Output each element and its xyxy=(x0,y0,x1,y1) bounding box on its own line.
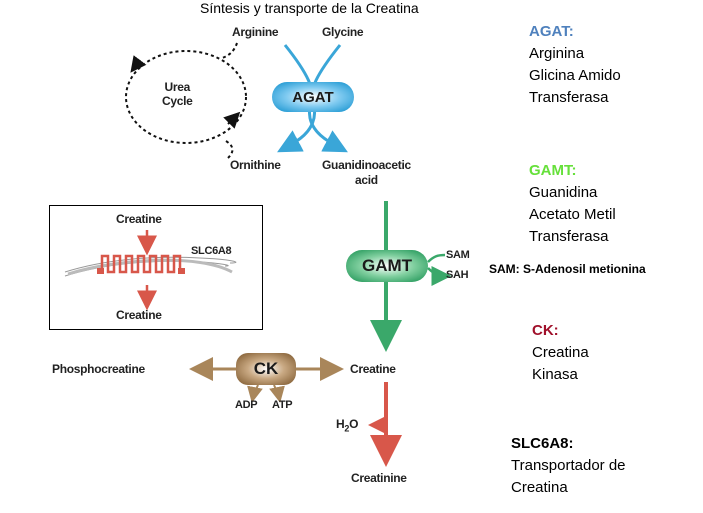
legend-ck-line: Kinasa xyxy=(532,366,578,383)
legend-agat-heading: AGAT: xyxy=(529,23,574,40)
inset-creatine-bottom-label: Creatine xyxy=(116,308,162,322)
h2o-o: O xyxy=(349,417,359,431)
creatinine-arrow xyxy=(368,382,402,467)
arginine-label: Arginine xyxy=(232,25,279,39)
phosphocreatine-label: Phosphocreatine xyxy=(52,362,145,376)
agat-enzyme-node: AGAT xyxy=(292,88,334,106)
creatine-label: Creatine xyxy=(350,362,396,376)
legend-gamt: GAMT: Guanidina Acetato Metil Transferas… xyxy=(529,160,616,248)
creatinine-label: Creatinine xyxy=(351,471,407,485)
ck-enzyme-node: CK xyxy=(253,359,279,378)
legend-agat-line: Transferasa xyxy=(529,89,609,106)
legend-gamt-heading: GAMT: xyxy=(529,162,577,179)
legend-ck-line: Creatina xyxy=(532,344,589,361)
legend-slc6a8-heading: SLC6A8: xyxy=(511,435,574,452)
legend-agat-line: Arginina xyxy=(529,45,585,62)
sam-label: SAM xyxy=(446,249,470,261)
legend-slc6a8-line: Creatina xyxy=(511,479,568,496)
glycine-label: Glycine xyxy=(322,25,364,39)
sah-label: SAH xyxy=(446,269,469,281)
inset-slc6a8-label: SLC6A8 xyxy=(191,245,232,257)
ck-arrows xyxy=(189,353,344,403)
legend-slc6a8: SLC6A8: Transportador de Creatina xyxy=(511,433,626,499)
sam-note: SAM: S-Adenosil metionina xyxy=(489,262,646,276)
h2o-sub: 2 xyxy=(344,423,350,434)
h2o-h: H xyxy=(336,417,345,431)
cycle-line: Cycle xyxy=(162,94,193,108)
gaa-line1: Guanidinoacetic xyxy=(322,158,411,172)
diagram-title: Síntesis y transporte de la Creatina xyxy=(200,0,419,16)
guanidinoacetic-acid-label: Guanidinoacetic acid xyxy=(322,158,411,188)
legend-gamt-line: Transferasa xyxy=(529,228,609,245)
urea-cycle-circle xyxy=(125,42,247,159)
legend-gamt-line: Acetato Metil xyxy=(529,206,616,223)
gamt-enzyme-node: GAMT xyxy=(361,256,413,275)
gaa-line2: acid xyxy=(355,173,378,187)
slc6a8-transporter-graphic xyxy=(64,230,237,311)
inset-creatine-top-label: Creatine xyxy=(116,212,162,226)
slc6a8-inset-box xyxy=(49,205,263,330)
gamt-arrow xyxy=(346,201,452,352)
legend-ck: CK: Creatina Kinasa xyxy=(532,320,589,386)
legend-agat-line: Glicina Amido xyxy=(529,67,621,84)
legend-gamt-line: Guanidina xyxy=(529,184,598,201)
adp-label: ADP xyxy=(235,399,258,411)
legend-agat: AGAT: Arginina Glicina Amido Transferasa xyxy=(529,21,621,109)
atp-label: ATP xyxy=(272,399,293,411)
legend-slc6a8-line: Transportador de xyxy=(511,457,626,474)
agat-arrows xyxy=(272,44,354,153)
legend-ck-heading: CK: xyxy=(532,322,559,339)
ornithine-label: Ornithine xyxy=(230,158,281,172)
urea-cycle-label: Urea Cycle xyxy=(162,80,193,108)
h2o-label: H2O xyxy=(336,417,358,433)
urea-line: Urea xyxy=(164,80,191,94)
